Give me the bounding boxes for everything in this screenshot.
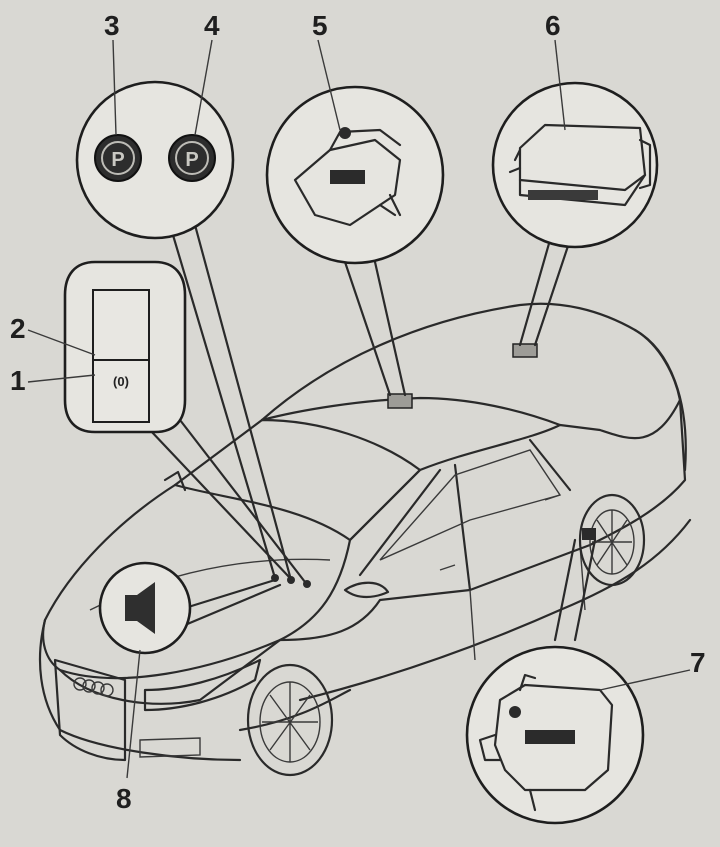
parking-button-4: P: [169, 135, 215, 181]
callout-circle-7: [467, 647, 643, 823]
callout-circle-6: [493, 83, 657, 247]
button-4-symbol: P: [185, 149, 198, 171]
callout-circle-5: [267, 87, 443, 263]
callout-circle-buttons: P P: [77, 82, 233, 238]
callout-7: 7: [690, 647, 706, 678]
callout-5: 5: [312, 10, 328, 41]
callout-switch-panel: (0): [65, 262, 185, 432]
parking-button-3: P: [95, 135, 141, 181]
button-3-symbol: P: [111, 149, 124, 171]
callout-6: 6: [545, 10, 561, 41]
callout-4: 4: [204, 10, 220, 41]
callout-1: 1: [10, 365, 26, 396]
leader-lines: [150, 225, 595, 640]
audi-rings-logo: [74, 678, 113, 696]
callout-circle-8: [100, 563, 190, 653]
switch-symbol: (0): [113, 374, 129, 389]
callout-8: 8: [116, 783, 132, 814]
callout-2: 2: [10, 313, 26, 344]
front-wheel: [248, 665, 332, 775]
callout-3: 3: [104, 10, 120, 41]
